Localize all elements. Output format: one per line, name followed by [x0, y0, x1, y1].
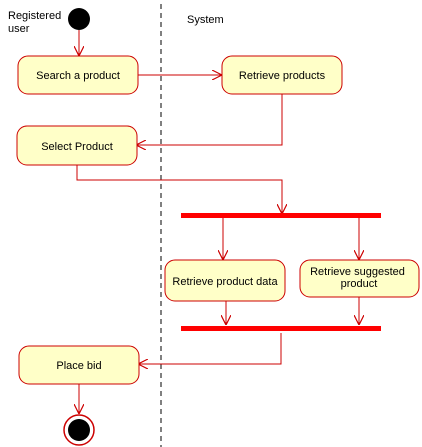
svg-text:Select Product: Select Product [41, 141, 113, 153]
fork-bar [181, 213, 381, 218]
lane-label-registered-user: Registered user [8, 10, 64, 35]
lane-label-system: System [187, 14, 224, 26]
svg-text:Retrieve suggested produ: Retrieve suggested product [310, 266, 408, 290]
flow-select-to-fork [76, 165, 282, 213]
flow-retrieve-products-to-select [137, 94, 283, 145]
activity-search-product: Search a product [17, 55, 139, 95]
activity-retrieve-products: Retrieve products [221, 55, 343, 95]
end-node [63, 414, 95, 446]
svg-text:Retrieve products: Retrieve products [239, 70, 326, 82]
svg-text:Search a product: Search a product [36, 70, 120, 82]
svg-text:Retrieve product data: Retrieve product data [172, 276, 278, 288]
join-bar [181, 326, 381, 331]
flow-join-to-place-bid [139, 333, 282, 364]
activity-retrieve-suggested-product: Retrieve suggested product [299, 259, 420, 298]
activity-select-product: Select Product [16, 125, 138, 166]
activity-retrieve-product-data: Retrieve product data [164, 259, 286, 302]
start-node [68, 8, 90, 30]
svg-text:Place bid: Place bid [56, 360, 101, 372]
activity-place-bid: Place bid [18, 345, 140, 385]
